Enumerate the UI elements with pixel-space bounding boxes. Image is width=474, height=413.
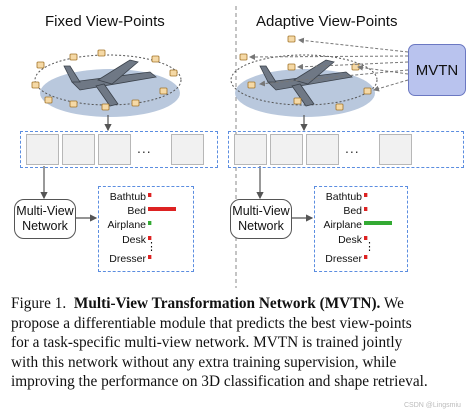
score-bar	[364, 255, 368, 259]
score-bar	[148, 236, 152, 240]
mvtn-label: MVTN	[415, 61, 459, 79]
right-class-label: Bathtub	[325, 191, 362, 203]
left-class-label: Bed	[127, 205, 146, 217]
mvtn-arrows	[249, 37, 409, 92]
score-bar	[364, 221, 392, 225]
left-scene	[31, 49, 182, 117]
caption-title: Multi-View Transformation Network (MVTN)…	[73, 295, 381, 312]
left-class-label: Dresser	[109, 253, 146, 265]
left-network-label: Multi-View Network	[16, 204, 74, 233]
left-class-list: Bathtub Bed Airplane Desk ⋮ Dresser	[98, 186, 194, 272]
right-orbit	[230, 54, 378, 106]
left-view-thumbnail	[62, 134, 95, 165]
caption-line-1: Figure 1. Multi-View Transformation Netw…	[11, 294, 428, 314]
right-network-box: Multi-View Network	[230, 199, 292, 239]
figure-diagram	[31, 6, 409, 288]
right-class-label: Desk	[338, 234, 362, 246]
right-class-ellipsis: ⋮	[364, 241, 375, 253]
right-views-ellipsis: ...	[345, 140, 360, 156]
right-scene	[230, 35, 409, 117]
right-score-bars	[364, 193, 392, 259]
caption-label: Figure 1.	[11, 295, 67, 312]
right-network-label: Multi-View Network	[232, 204, 290, 233]
right-camera-icons	[239, 35, 372, 111]
right-airplane-shape	[259, 59, 353, 107]
right-panel-title: Adaptive View-Points	[256, 13, 398, 30]
caption-line: improving the performance on 3D classifi…	[11, 373, 428, 391]
mvtn-box: MVTN	[408, 44, 466, 96]
right-class-label: Bed	[343, 205, 362, 217]
caption-line-1-end: We	[383, 295, 404, 312]
left-score-bars	[148, 193, 176, 259]
left-view-thumbnail	[26, 134, 59, 165]
right-class-label: Dresser	[325, 253, 362, 265]
caption-line: for a task-specific multi-view network. …	[11, 334, 403, 352]
right-view-thumbnail	[379, 134, 412, 165]
left-views-ellipsis: ...	[137, 140, 152, 156]
left-views-strip: ...	[20, 131, 218, 168]
score-bar	[364, 207, 368, 211]
left-view-thumbnail	[98, 134, 131, 165]
left-panel-title: Fixed View-Points	[45, 13, 165, 30]
left-class-label: Bathtub	[109, 191, 146, 203]
right-class-list: Bathtub Bed Airplane Desk ⋮ Dresser	[314, 186, 408, 272]
right-view-thumbnail	[306, 134, 339, 165]
right-view-thumbnail	[270, 134, 303, 165]
right-view-thumbnail	[234, 134, 267, 165]
left-class-ellipsis: ⋮	[146, 241, 157, 253]
left-network-box: Multi-View Network	[14, 199, 76, 239]
left-camera-icons	[31, 49, 178, 111]
watermark: CSDN @Lingsmiu	[404, 402, 461, 409]
score-bar	[148, 221, 152, 225]
score-bar	[364, 236, 368, 240]
score-bar	[148, 193, 152, 197]
left-class-label: Airplane	[107, 219, 146, 231]
right-class-label: Airplane	[323, 219, 362, 231]
left-class-label: Desk	[122, 234, 146, 246]
right-views-strip: ...	[228, 131, 464, 168]
left-view-thumbnail	[171, 134, 204, 165]
figure-caption: Figure 1. Multi-View Transformation Netw…	[11, 294, 428, 392]
score-bar	[364, 193, 368, 197]
caption-line: with this network without any extra trai…	[11, 353, 397, 371]
score-bar	[148, 255, 152, 259]
score-bar	[148, 207, 176, 211]
caption-line: propose a differentiable module that pre…	[11, 314, 412, 332]
left-airplane-shape	[63, 59, 157, 107]
